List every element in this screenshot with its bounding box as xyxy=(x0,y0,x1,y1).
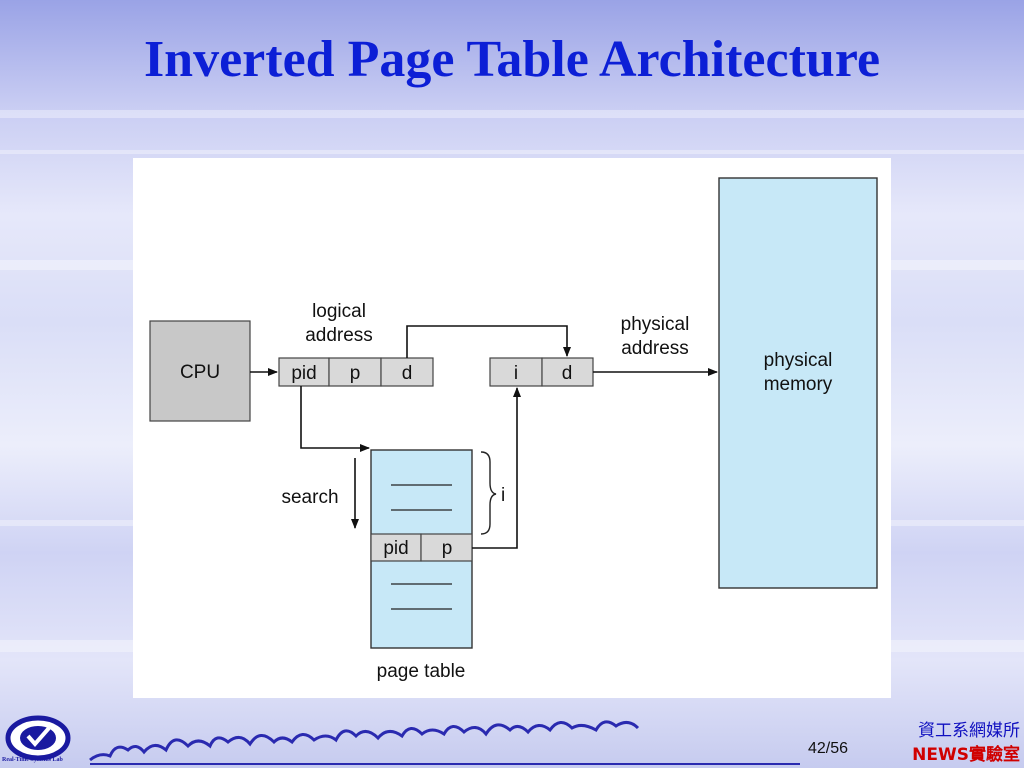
pid-to-page-table-arrow xyxy=(300,386,370,452)
logical-address-p-cell xyxy=(328,357,382,387)
logical-address-pid-label: pid xyxy=(291,363,316,384)
logical-address-p-label: p xyxy=(350,363,361,384)
lab-name: Real-Time Systems Lab xyxy=(2,757,63,763)
physical-memory-box xyxy=(718,177,878,589)
background-streak xyxy=(0,110,1024,118)
index-brace xyxy=(480,451,497,535)
physical-address-i-label: i xyxy=(514,363,518,384)
department-name: 資工系網媒所 xyxy=(918,721,1020,741)
logical-address-label-line2: address xyxy=(305,325,373,346)
page-number: 42/56 xyxy=(808,740,848,758)
page-current: 42 xyxy=(808,740,826,757)
slide-title: Inverted Page Table Architecture xyxy=(143,31,881,88)
page-table-entry-p-label: p xyxy=(442,538,453,559)
page-table-entry-pid-label: pid xyxy=(383,538,408,559)
physical-memory-label-line1: physical xyxy=(764,350,833,371)
physical-address-d-cell xyxy=(541,357,594,387)
physical-address-label-line2: address xyxy=(621,338,689,359)
logical-address-label-line1: logical xyxy=(312,301,366,322)
footer-decoration xyxy=(89,720,800,765)
page-table-entry-pid-cell xyxy=(370,533,422,562)
physical-address-d-label: d xyxy=(562,363,573,384)
logical-address-d-cell xyxy=(380,357,434,387)
offset-copy-arrow xyxy=(406,325,571,358)
page-total: /56 xyxy=(825,740,849,757)
lab-title: NEWS實驗室 xyxy=(912,745,1020,765)
cpu-label: CPU xyxy=(180,362,220,383)
diagram-panel: CPU logical address pid p d i d physical… xyxy=(133,158,891,698)
inverted-page-table-diagram: CPU logical address pid p d i d physical… xyxy=(149,177,878,682)
physical-address-label-line1: physical xyxy=(621,314,690,335)
cpu-box xyxy=(149,320,251,422)
physical-memory-label-line2: memory xyxy=(764,374,833,395)
background-streak xyxy=(0,150,1024,154)
match-index-arrow xyxy=(472,387,521,549)
lab-logo xyxy=(5,715,71,761)
page-table-label: page table xyxy=(377,661,466,682)
logical-address-d-label: d xyxy=(402,363,413,384)
index-label: i xyxy=(501,485,505,506)
search-label: search xyxy=(281,487,338,508)
